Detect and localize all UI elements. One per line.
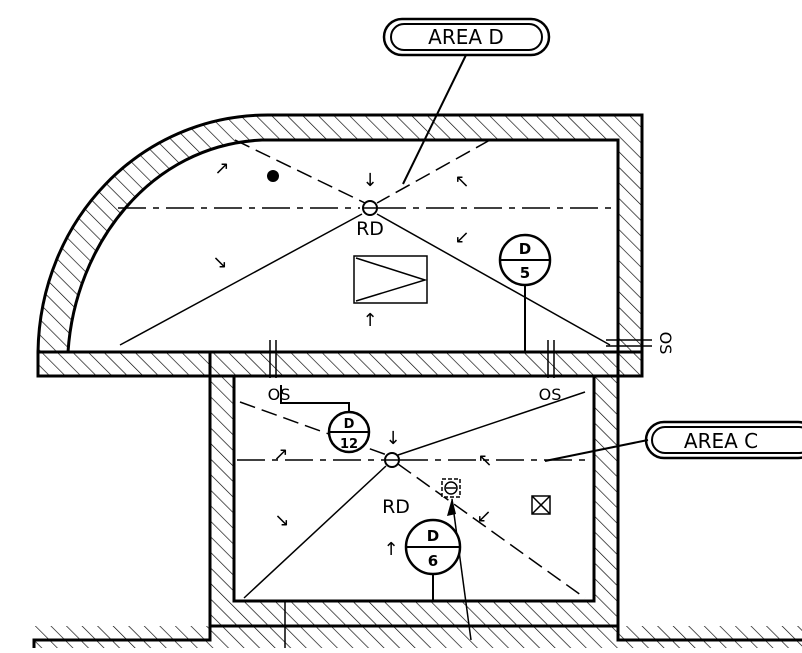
svg-text:↗: ↗ <box>273 444 288 465</box>
svg-text:D: D <box>427 527 439 545</box>
svg-text:↘: ↘ <box>212 252 227 273</box>
svg-text:OS: OS <box>656 332 675 355</box>
area-d-slope-lines <box>118 139 615 346</box>
overflow-scupper-left: OS <box>268 340 291 404</box>
svg-text:↙: ↙ <box>476 506 491 527</box>
svg-text:↓: ↓ <box>385 428 400 449</box>
svg-text:12: 12 <box>340 437 358 452</box>
slope-arrows: ↗ ↓ ↖ ↘ ↙ ↑ ↓ ↗ ↖ ↘ ↙ ↑ <box>212 158 492 560</box>
svg-text:↖: ↖ <box>477 450 492 471</box>
roof-drain-area-d: RD <box>356 200 384 240</box>
svg-text:↖: ↖ <box>454 171 469 192</box>
area-d-leader <box>402 54 467 185</box>
svg-text:5: 5 <box>520 264 530 282</box>
fixture-leader <box>451 498 472 641</box>
detail-bubble-d6: D 6 <box>404 518 462 601</box>
area-c-label: AREA C <box>684 429 758 453</box>
vent-dot <box>267 170 279 182</box>
svg-text:↑: ↑ <box>383 539 398 560</box>
svg-text:D: D <box>344 417 355 432</box>
detail-bubble-d12: D 12 <box>280 385 371 454</box>
overflow-scupper-right: OS <box>539 340 562 404</box>
area-d-label: AREA D <box>428 25 504 49</box>
drain-label-c: RD <box>382 496 410 518</box>
roof-hatch-box <box>531 495 551 515</box>
drain-label-d: RD <box>356 218 384 240</box>
svg-text:D: D <box>519 240 531 258</box>
overflow-scupper-east: OS <box>606 332 675 355</box>
detail-bubble-d5: D 5 <box>498 233 552 352</box>
wall-strip-upper <box>36 350 644 378</box>
area-c-slope-lines <box>237 391 592 599</box>
wall-strip-lower <box>34 626 802 648</box>
svg-text:↑: ↑ <box>362 310 377 331</box>
svg-text:↙: ↙ <box>454 227 469 248</box>
svg-text:OS: OS <box>539 385 562 404</box>
drain-box-fixture <box>441 478 461 498</box>
svg-text:↓: ↓ <box>362 170 377 191</box>
roof-drain-area-c: RD <box>382 452 410 518</box>
area-d-label-outer <box>382 17 551 57</box>
rooftop-unit <box>353 255 428 304</box>
area-c-leader <box>544 439 649 462</box>
svg-text:↘: ↘ <box>274 510 289 531</box>
svg-text:↗: ↗ <box>214 158 229 179</box>
svg-text:OS: OS <box>268 385 291 404</box>
area-d-wall <box>36 113 644 354</box>
svg-text:6: 6 <box>428 552 438 570</box>
